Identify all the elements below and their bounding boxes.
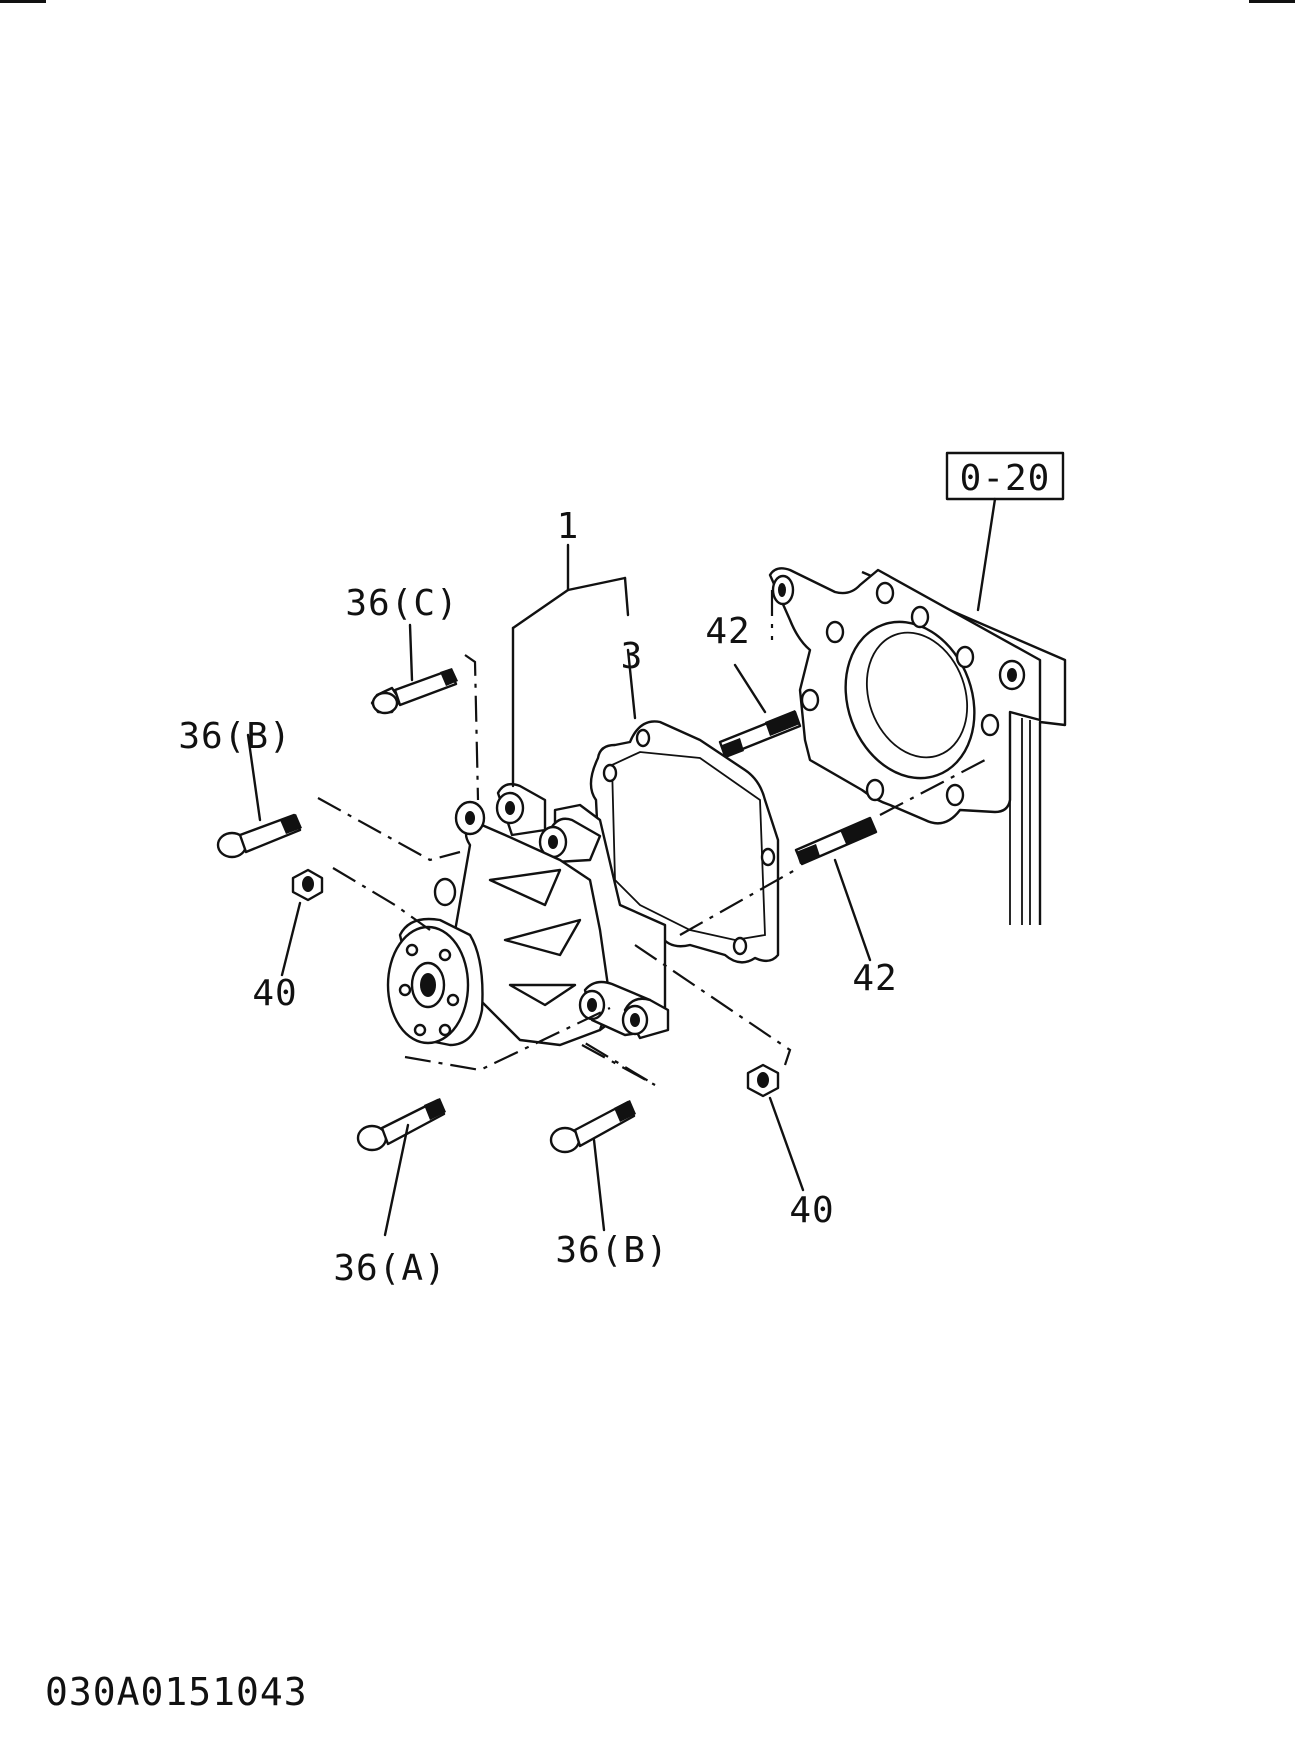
label-stud-42-bottom: 42 xyxy=(852,958,897,999)
corner-mark-left xyxy=(0,0,46,3)
nut-40-left-leader xyxy=(280,901,302,977)
reference-leader xyxy=(976,497,997,612)
label-bolt-36b-left: 36(B) xyxy=(178,716,291,757)
water-pump-body xyxy=(386,782,670,1047)
part-1-leader xyxy=(511,543,630,788)
bolt-36a[interactable] xyxy=(356,1098,446,1152)
figure-code: 030A0151043 xyxy=(45,1670,308,1714)
part-3-leader xyxy=(626,648,637,720)
bolt-36b-left[interactable] xyxy=(216,813,302,859)
gasket-3 xyxy=(589,720,780,964)
bolt-36b-bottom[interactable] xyxy=(549,1100,636,1154)
bolt-36a-axis xyxy=(404,1007,611,1072)
reference-box-label: 0-20 xyxy=(960,458,1051,499)
bolt-36c-axis xyxy=(464,654,480,801)
label-nut-40-right: 40 xyxy=(789,1190,834,1231)
label-bolt-36c: 36(C) xyxy=(345,583,458,624)
stud-42-bottom-leader xyxy=(833,858,872,962)
label-bolt-36b-bottom: 36(B) xyxy=(555,1230,668,1271)
reference-box-frame xyxy=(945,451,1065,501)
bolt-36b-left-leader xyxy=(246,733,262,822)
nut-40-right-axis xyxy=(634,944,792,1066)
stud-42-bottom-axis-right xyxy=(879,759,986,816)
bolt-36b-left-axis xyxy=(317,797,461,862)
stud-42-bottom[interactable] xyxy=(794,816,878,866)
label-bolt-36a: 36(A) xyxy=(333,1248,446,1289)
nut-40-right-leader xyxy=(768,1096,805,1192)
stud-42-top-leader xyxy=(733,663,767,714)
stud-42-bottom-axis-left xyxy=(679,869,796,936)
bolt-36b-bottom-axis xyxy=(579,1039,656,1086)
corner-mark-right xyxy=(1249,0,1295,3)
nut-40-left[interactable] xyxy=(291,868,324,902)
engine-front-plate xyxy=(768,567,1067,925)
bolt-36a-leader xyxy=(383,1123,410,1237)
bolt-36b-bottom-leader xyxy=(592,1138,606,1232)
nut-40-right[interactable] xyxy=(746,1063,780,1098)
label-stud-42-top: 42 xyxy=(705,611,750,652)
label-nut-40-left: 40 xyxy=(252,973,297,1014)
label-part-3: 3 xyxy=(621,636,644,677)
label-part-1: 1 xyxy=(557,506,580,547)
nut-40-left-axis xyxy=(332,867,431,931)
bolt-36c-leader xyxy=(408,623,414,682)
stud-42-top[interactable] xyxy=(718,710,802,758)
reference-box[interactable]: 0-20 xyxy=(945,451,1065,501)
bolt-36c[interactable] xyxy=(370,668,458,715)
